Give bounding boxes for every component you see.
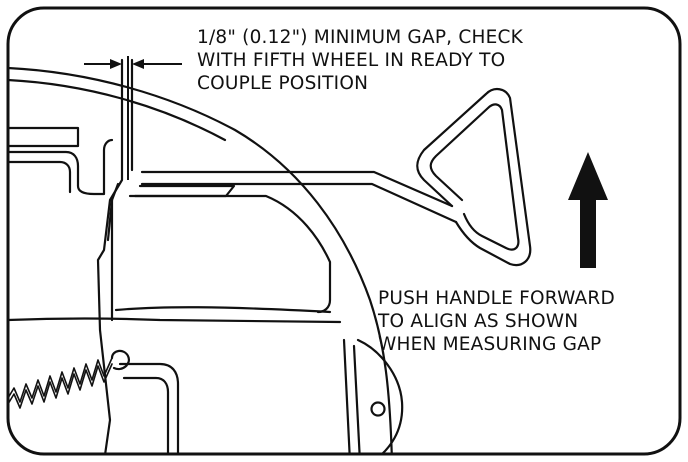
handle-bar-top	[140, 170, 454, 208]
pivot-lug	[356, 338, 404, 454]
left-bracket-inner	[8, 160, 72, 194]
push-callout-line-1: PUSH HANDLE FORWARD	[378, 288, 615, 309]
jaw-bar-left	[96, 58, 124, 454]
pocket-slant	[133, 184, 236, 198]
upper-slot	[8, 126, 80, 148]
gap-callout-line-2: WITH FIFTH WHEEL IN READY TO	[197, 50, 506, 71]
link-arm-inner	[122, 376, 170, 454]
diagram-frame	[6, 6, 682, 456]
left-bracket	[8, 138, 114, 196]
lower-rail	[114, 306, 332, 314]
gap-dimension	[84, 56, 182, 180]
handle-grip-inner	[429, 103, 520, 251]
pivot-hole	[370, 401, 386, 417]
push-forward-arrow	[568, 152, 608, 268]
gap-callout: 1/8" (0.12") MINIMUM GAP, CHECK WITH FIF…	[197, 26, 523, 95]
push-callout-line-2: TO ALIGN AS SHOWN	[378, 311, 579, 332]
lower-frame	[8, 317, 342, 324]
lower-divider	[342, 338, 352, 454]
handle-bar-bottom	[140, 182, 458, 224]
gap-callout-line-1: 1/8" (0.12") MINIMUM GAP, CHECK	[197, 27, 523, 48]
handle-grip-outer	[416, 88, 532, 267]
link-arm	[118, 362, 180, 454]
push-handle-callout: PUSH HANDLE FORWARD TO ALIGN AS SHOWN WH…	[378, 287, 615, 356]
return-spring	[8, 357, 113, 409]
push-callout-line-3: WHEN MEASURING GAP	[378, 334, 602, 355]
lower-divider-2	[352, 344, 362, 454]
gap-callout-line-3: COUPLE POSITION	[197, 73, 369, 94]
spring-hook	[110, 349, 130, 371]
lock-pocket	[128, 194, 332, 314]
